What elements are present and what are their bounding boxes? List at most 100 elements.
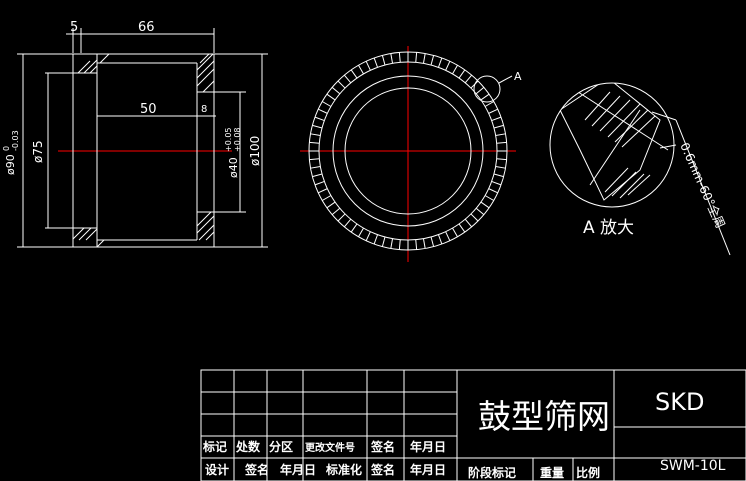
dim-phi40-tol-up: +0.05: [224, 127, 233, 152]
tb-stage-2: 比例: [576, 465, 600, 480]
tooth-line: [343, 218, 352, 228]
tooth-line: [430, 236, 435, 247]
tb-row2-3: 标准化: [325, 462, 362, 477]
tooth-line: [322, 195, 332, 201]
tooth-line: [350, 223, 358, 233]
tooth-line: [445, 231, 451, 241]
section-view: [17, 28, 268, 248]
detail-view: [549, 82, 731, 256]
tooth-line: [322, 101, 332, 107]
tooth-line: [381, 236, 386, 247]
tooth-line: [318, 108, 328, 114]
tooth-line: [496, 158, 507, 161]
tooth-line: [358, 227, 364, 237]
tb-row2-1: 签名: [244, 462, 269, 477]
tb-row2-5: 年月日: [410, 462, 446, 477]
tooth-line: [493, 124, 504, 129]
tooth-line: [326, 201, 336, 209]
tooth-line: [470, 213, 479, 222]
dim-50: 50: [140, 102, 157, 117]
tooth-line: [452, 65, 458, 75]
tooth-line: [309, 158, 320, 161]
tooth-line: [337, 80, 346, 89]
title-header-row: 标记 处数 分区 更改文件号 签名 年月日: [202, 439, 446, 454]
tooth-line: [326, 93, 336, 101]
tooth-line: [309, 141, 320, 144]
tooth-line: [318, 188, 328, 194]
dim-phi40: ø40: [227, 157, 240, 178]
dim-phi90: ø90: [4, 154, 17, 175]
detail-label: A 放大: [583, 218, 634, 238]
tooth-line: [337, 213, 346, 222]
tooth-line: [314, 116, 325, 122]
dim-phi90-tol-low: -0.03: [11, 130, 20, 151]
tb-stage-1: 重量: [540, 465, 564, 480]
detail-circle: [549, 82, 675, 208]
tooth-line: [398, 52, 401, 63]
dim-phi100: ø100: [248, 136, 262, 166]
tooth-line: [464, 218, 473, 228]
tooth-line: [445, 61, 451, 71]
bore-circle-1: [332, 75, 484, 227]
bore-circle-2: [344, 87, 472, 215]
tooth-line: [415, 239, 418, 250]
tooth-line: [343, 74, 352, 84]
tooth-line: [488, 108, 498, 114]
tooth-line: [350, 69, 358, 79]
dim-8: 8: [201, 104, 207, 115]
tooth-line: [358, 65, 364, 75]
outer-body: [72, 53, 215, 248]
stage-labels: 阶段标记 重量 比例: [468, 465, 600, 480]
drawing-number: SWM-10L: [660, 458, 726, 474]
title-row2: 设计 签名 年月日 标准化 签名 年月日: [205, 462, 446, 477]
tooth-line: [398, 239, 401, 250]
tooth-line: [437, 57, 443, 68]
tb-header-0: 标记: [202, 439, 227, 454]
tooth-line: [331, 207, 341, 216]
tooth-line: [381, 55, 386, 66]
tooth-line: [331, 86, 341, 95]
tooth-line: [312, 173, 323, 178]
tb-header-2: 分区: [269, 439, 293, 454]
dim-phi75: ø75: [31, 140, 45, 163]
tb-header-4: 签名: [370, 439, 395, 454]
tooth-line: [491, 116, 502, 122]
tb-header-3: 更改文件号: [305, 441, 355, 454]
dim-phi90-tol-up: 0: [2, 146, 11, 151]
tooth-line: [415, 52, 418, 63]
hatch-top: [77, 53, 215, 93]
tooth-line: [390, 238, 394, 249]
tb-row2-2: 年月日: [280, 462, 316, 477]
tooth-line: [365, 231, 371, 241]
tb-header-5: 年月日: [410, 439, 446, 454]
dim-phi40-tol-low: +0.08: [233, 127, 242, 152]
company-name: SKD: [655, 388, 704, 416]
part-name: 鼓型筛网: [478, 397, 610, 436]
tooth-line: [312, 124, 323, 129]
end-view: [300, 46, 516, 262]
tooth-line: [475, 86, 485, 95]
teeth-ring: [309, 52, 507, 250]
tb-stage-0: 阶段标记: [468, 465, 516, 480]
tb-row2-4: 签名: [370, 462, 395, 477]
tooth-line: [373, 234, 379, 245]
tooth-line: [430, 55, 435, 66]
detail-a-circle: [473, 75, 501, 103]
tooth-line: [491, 180, 502, 186]
tooth-line: [314, 180, 325, 186]
dim-66: 66: [138, 20, 155, 35]
tooth-line: [475, 207, 485, 216]
tooth-line: [437, 234, 443, 245]
tooth-line: [484, 101, 494, 107]
tooth-line: [495, 133, 506, 137]
tooth-line: [496, 141, 507, 144]
hatch-bottom: [72, 211, 215, 248]
tb-header-1: 处数: [235, 439, 261, 454]
dim-5: 5: [70, 20, 78, 35]
detail-callout: 0.6mm-60°全周: [677, 140, 728, 230]
tooth-line: [390, 53, 394, 64]
tooth-line: [365, 61, 371, 71]
detail-hatch: [584, 91, 656, 199]
tooth-line: [480, 93, 490, 101]
tooth-line: [452, 227, 458, 237]
